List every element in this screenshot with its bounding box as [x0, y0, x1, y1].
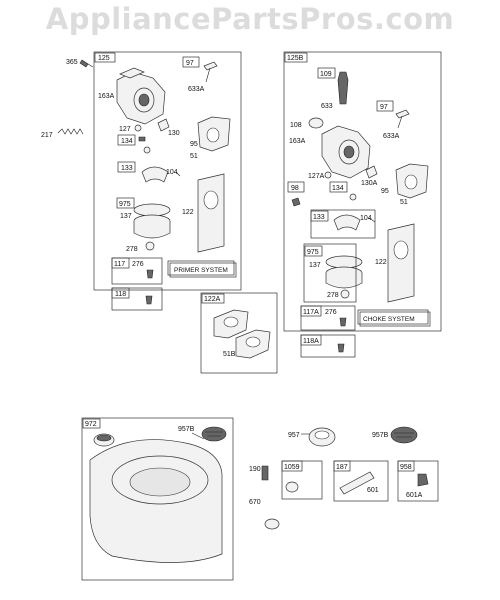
group-122A: 122A 51B	[200, 292, 278, 374]
svg-text:278: 278	[327, 292, 339, 299]
svg-text:217: 217	[41, 132, 53, 139]
svg-text:51: 51	[190, 153, 198, 160]
svg-text:95: 95	[190, 141, 198, 148]
svg-text:163A: 163A	[98, 93, 115, 100]
choke-system-label: CHOKE SYSTEM	[363, 316, 415, 323]
spring-217-icon	[57, 128, 84, 135]
watermark: AppliancePartsPros.com	[45, 2, 455, 36]
fuel-valve-958-icon	[417, 473, 429, 487]
svg-text:633A: 633A	[188, 86, 205, 93]
svg-text:125: 125	[98, 55, 110, 62]
svg-text:276: 276	[132, 261, 144, 268]
svg-text:187: 187	[336, 464, 348, 471]
svg-text:117A: 117A	[303, 309, 319, 316]
insulator-122-choke-icon	[387, 223, 415, 303]
svg-text:122A: 122A	[204, 296, 221, 303]
line-601-icon	[339, 471, 375, 495]
svg-text:127: 127	[119, 126, 131, 133]
svg-text:130: 130	[168, 130, 180, 137]
group-125B-choke: 125B 109 633 108 163A 97 633A 127A 130A …	[283, 51, 442, 358]
svg-text:108: 108	[290, 122, 302, 129]
svg-text:137: 137	[309, 262, 321, 269]
svg-text:97: 97	[186, 60, 194, 67]
svg-text:51: 51	[400, 199, 408, 206]
svg-text:109: 109	[320, 71, 332, 78]
bushing-670-icon	[264, 518, 280, 530]
fuel-cap-957B-icon	[201, 426, 227, 442]
svg-text:975: 975	[119, 201, 131, 208]
svg-text:601: 601	[367, 487, 379, 494]
svg-text:117: 117	[114, 261, 125, 268]
svg-text:365: 365	[66, 59, 78, 66]
svg-text:957: 957	[288, 432, 300, 439]
primer-bulb-icon	[203, 61, 218, 71]
group-972-fuel-tank: 972 957B	[81, 417, 234, 581]
svg-text:133: 133	[121, 165, 133, 172]
svg-text:122: 122	[375, 259, 387, 266]
svg-text:601A: 601A	[406, 492, 423, 499]
svg-text:134: 134	[121, 138, 133, 145]
svg-text:127A: 127A	[308, 173, 325, 180]
svg-text:278: 278	[126, 246, 138, 253]
svg-text:958: 958	[400, 464, 412, 471]
group-125-primer: 125 365 217 163A 97 633A 127 130 134	[41, 51, 242, 311]
svg-text:118A: 118A	[303, 338, 319, 345]
svg-text:125B: 125B	[287, 55, 304, 62]
svg-text:137: 137	[120, 213, 132, 220]
float-133-icon	[141, 166, 169, 183]
bowl-gasket-icon	[133, 203, 171, 217]
svg-text:98: 98	[291, 185, 299, 192]
svg-text:1059: 1059	[284, 464, 300, 471]
svg-text:975: 975	[307, 249, 319, 256]
svg-text:972: 972	[85, 421, 97, 428]
washer-1059-icon	[285, 481, 299, 493]
insulator-122-icon	[197, 173, 225, 253]
svg-text:633: 633	[321, 103, 333, 110]
svg-text:670: 670	[249, 499, 261, 506]
loose-parts: 957 957B 190 1059 187 601 958 601A 670	[249, 426, 439, 530]
svg-text:95: 95	[381, 188, 389, 195]
svg-text:134: 134	[332, 185, 344, 192]
svg-text:276: 276	[325, 309, 337, 316]
svg-text:122: 122	[182, 209, 194, 216]
svg-text:104: 104	[166, 169, 178, 176]
svg-text:118: 118	[115, 291, 126, 298]
bolt-190-icon	[261, 465, 269, 481]
screw-365-icon	[79, 59, 89, 68]
svg-text:130A: 130A	[361, 180, 378, 187]
svg-text:957B: 957B	[372, 432, 389, 439]
svg-text:51B: 51B	[223, 351, 236, 358]
svg-text:957B: 957B	[178, 426, 195, 433]
svg-text:633A: 633A	[383, 133, 400, 140]
svg-text:104: 104	[360, 215, 372, 222]
svg-text:133: 133	[313, 214, 325, 221]
svg-text:97: 97	[380, 104, 388, 111]
svg-text:163A: 163A	[289, 138, 306, 145]
svg-text:190: 190	[249, 466, 261, 473]
primer-system-label: PRIMER SYSTEM	[174, 267, 228, 274]
choke-shaft-icon	[337, 71, 349, 105]
fuel-cap-957B-2-icon	[390, 426, 418, 444]
